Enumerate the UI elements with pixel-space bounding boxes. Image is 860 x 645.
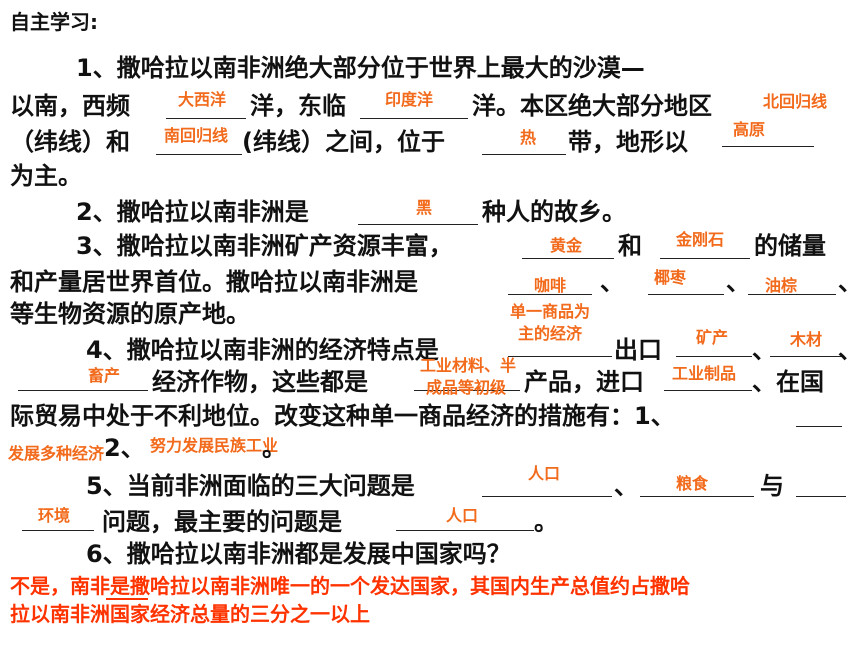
answer6-line2: 拉以南非洲国家经济总量的三分之一以上 xyxy=(10,602,370,626)
answer-econ-a: 单一商品为 xyxy=(510,302,591,321)
answer-tropic-south: 南回归线 xyxy=(164,126,229,145)
answer-econ-b: 主的经济 xyxy=(518,324,583,343)
answer-palm: 油棕 xyxy=(765,276,798,295)
blank-race xyxy=(358,224,478,225)
answer-indian: 印度洋 xyxy=(385,90,434,109)
answer-date: 椰枣 xyxy=(654,268,687,287)
q1-line2-a: 以南，西频 xyxy=(10,92,130,120)
blank-palm xyxy=(748,294,836,295)
answer-gold: 黄金 xyxy=(550,236,583,255)
q4-line3: 际贸易中处于不利地位。改变这种单一商品经济的措施有：1、 xyxy=(10,402,675,430)
answer-diamond: 金刚石 xyxy=(676,230,725,249)
q3-line3: 等生物资源的原产地。 xyxy=(10,300,250,328)
answer-problem1: 人口 xyxy=(528,464,561,483)
q5-a: 5、当前非洲面临的三大问题是 xyxy=(86,472,415,500)
answer-raw-b: 成品等初级 xyxy=(426,378,507,397)
answer-timber: 木材 xyxy=(790,330,823,349)
q4-b: 出口 xyxy=(614,336,662,364)
blank-gold xyxy=(522,258,614,259)
answer-coffee: 咖啡 xyxy=(534,276,567,295)
q1-line4: 为主。 xyxy=(10,162,82,190)
blank-raw xyxy=(414,390,520,391)
q1-line3-b: (纬线）之间，位于 xyxy=(242,128,445,156)
q5-line2-a: 问题，最主要的问题是 xyxy=(102,508,342,536)
q4-line4-b: 。 xyxy=(262,434,286,462)
q6: 6、撒哈拉以南非洲都是发展中国家吗？ xyxy=(86,540,511,568)
q4-line2-b: 产品，进口 xyxy=(524,368,644,396)
q3-a: 3、撒哈拉以南非洲矿产资源丰富， xyxy=(76,232,453,260)
answer-race: 黑 xyxy=(416,198,433,217)
answer-atlantic: 大西洋 xyxy=(178,90,227,109)
blank-problem1 xyxy=(482,496,612,497)
q5-line2-b: 。 xyxy=(534,508,558,536)
q3-c: 的储量 xyxy=(754,232,826,260)
blank-livestock xyxy=(18,390,148,391)
answer-zone: 热 xyxy=(520,128,537,147)
q4-sep1: 、 xyxy=(752,336,776,364)
answer6-line1: 不是，南非是撒哈拉以南非洲唯一的一个发达国家，其国内生产总值约占撒哈 xyxy=(10,574,690,598)
answer-measure2: 努力发展民族工业 xyxy=(150,436,279,455)
q4-a: 4、撒哈拉以南非洲的经济特点是 xyxy=(86,336,439,364)
blank-main-problem xyxy=(396,530,534,531)
blank-problem3-b xyxy=(22,530,94,531)
q2-a: 2、撒哈拉以南非洲是 xyxy=(76,198,309,226)
blank-timber xyxy=(770,356,844,357)
blank-measure1 xyxy=(796,426,842,427)
answer-mineral: 矿产 xyxy=(696,328,729,347)
q1-line2-b: 洋，东临 xyxy=(250,92,346,120)
q1-line1: 1、撒哈拉以南非洲绝大部分位于世界上最大的沙漠— xyxy=(76,54,645,82)
q3-sep2: 、 xyxy=(726,268,750,296)
blank-problem2 xyxy=(640,496,754,497)
blank-diamond xyxy=(660,258,750,259)
answer-tropic-north: 北回归线 xyxy=(763,92,828,111)
q4-sep2: 、 xyxy=(838,336,860,364)
blank-date xyxy=(648,294,724,295)
answer-problem3: 环境 xyxy=(38,506,71,525)
q1-line3-c: 带，地形以 xyxy=(568,128,688,156)
q3-sep1: 、 xyxy=(600,268,624,296)
answer-main-problem: 人口 xyxy=(446,506,479,525)
q2-b: 种人的故乡。 xyxy=(482,198,626,226)
blank-coffee xyxy=(508,294,592,295)
blank-mineral xyxy=(676,356,752,357)
answer-terrain: 高原 xyxy=(733,120,766,139)
answer-measure1: 发展多种经济 xyxy=(8,444,105,463)
q4-line2-a: 经济作物，这些都是 xyxy=(152,368,368,396)
answer-problem2: 粮食 xyxy=(676,474,709,493)
blank-atlantic xyxy=(166,118,246,119)
blank-indian xyxy=(360,118,468,119)
q1-line3-a: （纬线）和 xyxy=(10,128,130,156)
blank-tropic-south xyxy=(156,154,242,155)
blank-terrain xyxy=(722,146,814,147)
answer-industrial: 工业制品 xyxy=(672,364,737,383)
blank-problem3-a xyxy=(796,496,846,497)
q1-line2-c: 洋。本区绝大部分地区 xyxy=(472,92,712,120)
blank-econ xyxy=(508,356,612,357)
heading: 自主学习: xyxy=(10,10,98,34)
blank-industrial xyxy=(664,390,752,391)
q5-sep2: 与 xyxy=(760,472,784,500)
answer6-underline xyxy=(106,598,148,600)
q3-line2: 和产量居世界首位。撒哈拉以南非洲是 xyxy=(10,268,418,296)
q5-sep1: 、 xyxy=(614,472,638,500)
answer-raw-a: 工业材料、半 xyxy=(420,356,517,375)
q3-sep3: 、 xyxy=(838,268,860,296)
q3-b: 和 xyxy=(618,232,642,260)
q4-line2-c: 、在国 xyxy=(752,368,824,396)
blank-zone xyxy=(482,154,566,155)
q4-line4-a: 2、 xyxy=(104,434,145,462)
answer-livestock: 畜产 xyxy=(88,366,121,385)
